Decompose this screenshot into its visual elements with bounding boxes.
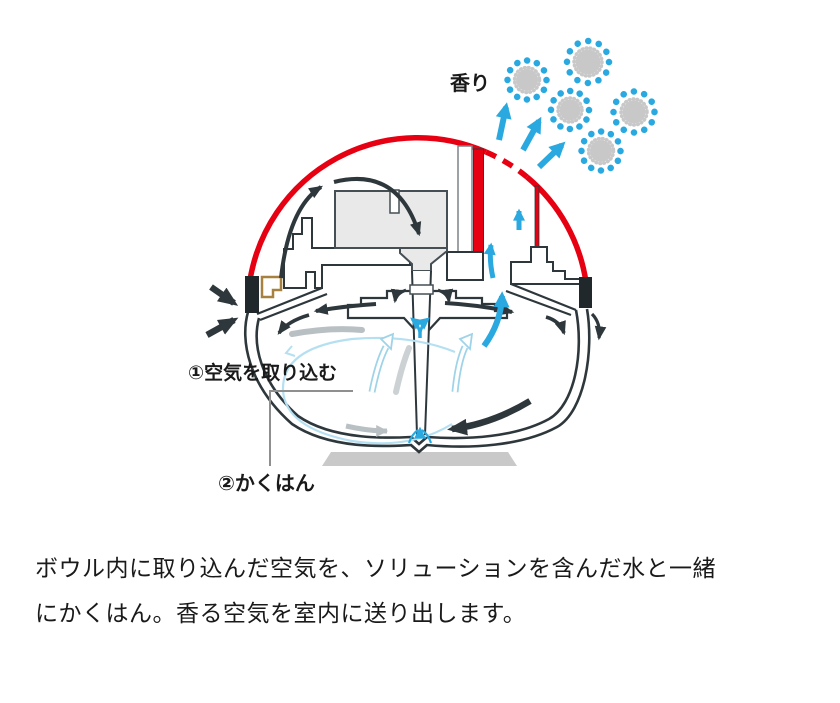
- particle-icon: [610, 88, 658, 136]
- right-housing: [510, 246, 582, 285]
- outlet-duct: [457, 145, 540, 281]
- red-inner-wall: [534, 185, 540, 251]
- particle-icon: [504, 57, 550, 103]
- mist-arrows-blue: [407, 102, 566, 444]
- stir-arrows-gray: [289, 326, 474, 437]
- caption-line-1: ボウル内に取り込んだ空気を、ソリューションを含んだ水と一緒: [35, 555, 717, 581]
- air-outlet-dashed: [484, 149, 529, 180]
- label-fragrance: 香り: [450, 72, 490, 95]
- particle-icon: [547, 87, 593, 133]
- stir-shaft: [409, 270, 434, 436]
- base-stand: [322, 452, 517, 466]
- step2-leader-line: [269, 390, 353, 466]
- particle-icon: [578, 128, 624, 174]
- fragrance-particles: [504, 37, 658, 174]
- intake-arrows: [205, 284, 239, 338]
- dome-end-bar-right: [579, 277, 592, 308]
- label-step1-intake: ①空気を取り込む: [188, 361, 337, 384]
- label-step2-stir: ②かくはん: [218, 472, 315, 495]
- caption-text: ボウル内に取り込んだ空気を、ソリューションを含んだ水と一緒 にかくはん。香る空気…: [35, 546, 825, 636]
- airflow-arrows-dark: [277, 177, 607, 436]
- device-cross-section-diagram: 香り ①空気を取り込む ②かくはん: [188, 37, 658, 495]
- caption-line-2: にかくはん。香る空気を室内に送り出します。: [35, 600, 527, 626]
- particle-icon: [563, 37, 613, 87]
- funnel: [399, 247, 448, 272]
- intake-bracket: [260, 275, 283, 299]
- dome-end-bar-left: [245, 276, 259, 313]
- right-duct: [446, 251, 484, 281]
